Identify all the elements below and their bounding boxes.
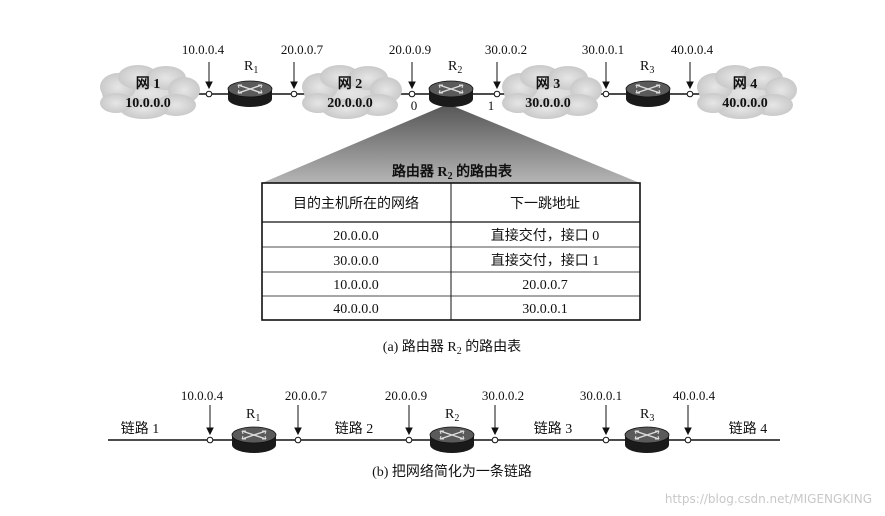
watermark-text: https://blog.csdn.net/MIGENGKING xyxy=(665,492,872,506)
table-row-3-next-hop: 20.0.0.7 xyxy=(522,278,568,293)
bottom-if-40-0-0-4: 40.0.0.4 xyxy=(673,388,716,403)
bottom-if-30-0-0-2: 30.0.0.2 xyxy=(482,388,524,403)
router-r1-bottom-label: R1 xyxy=(246,407,260,424)
table-row-2-next-hop: 直接交付，接口 1 xyxy=(491,252,600,269)
port-1-label: 1 xyxy=(488,98,495,113)
net-2-name: 网 2 xyxy=(338,76,363,92)
routing-table xyxy=(261,182,641,321)
bottom-if-30-0-0-1: 30.0.0.1 xyxy=(580,388,622,403)
table-row-4-next-hop: 30.0.0.1 xyxy=(522,302,568,317)
router-r3-bottom-label: R3 xyxy=(640,407,654,424)
link-4-label: 链路 4 xyxy=(729,421,768,437)
top-if-30-0-0-1: 30.0.0.1 xyxy=(582,42,624,57)
caption-a: (a) 路由器 R2 的路由表 xyxy=(383,339,521,357)
router-r3-icon xyxy=(625,80,671,108)
table-header-destination: 目的主机所在的网络 xyxy=(293,196,419,212)
bottom-interface-dots xyxy=(206,436,692,444)
top-if-20-0-0-9: 20.0.0.9 xyxy=(389,42,431,57)
bottom-if-20-0-0-9: 20.0.0.9 xyxy=(385,388,427,403)
router-r1-label: R1 xyxy=(244,59,258,76)
bottom-interface-arrows xyxy=(206,405,692,436)
net-4-name: 网 4 xyxy=(733,76,758,92)
router-r2-bottom-icon xyxy=(429,426,475,454)
routing-table-title: 路由器 R2 的路由表 xyxy=(392,163,513,182)
top-if-30-0-0-2: 30.0.0.2 xyxy=(485,42,527,57)
router-r2-icon xyxy=(428,80,474,108)
link-2-label: 链路 2 xyxy=(335,421,374,437)
top-interface-dots xyxy=(205,90,694,98)
net-3-addr: 30.0.0.0 xyxy=(525,96,571,111)
router-r2-label: R2 xyxy=(448,59,462,76)
router-r3-label: R3 xyxy=(640,59,654,76)
router-r1-bottom-icon xyxy=(231,426,277,454)
link-3-label: 链路 3 xyxy=(534,421,573,437)
table-row-1-destination: 20.0.0.0 xyxy=(333,229,379,244)
top-interface-arrows xyxy=(205,62,694,90)
net-4-addr: 40.0.0.0 xyxy=(722,96,768,111)
link-1-label: 链路 1 xyxy=(121,421,160,437)
net-1-addr: 10.0.0.0 xyxy=(125,96,171,111)
table-row-2-destination: 30.0.0.0 xyxy=(333,254,379,269)
bottom-if-10-0-0-4: 10.0.0.4 xyxy=(181,388,224,403)
router-r1-icon xyxy=(227,80,273,108)
net-3-name: 网 3 xyxy=(536,76,561,92)
bottom-if-20-0-0-7: 20.0.0.7 xyxy=(285,388,328,403)
net-1-name: 网 1 xyxy=(136,76,161,92)
net-2-addr: 20.0.0.0 xyxy=(327,96,373,111)
top-if-20-0-0-7: 20.0.0.7 xyxy=(281,42,324,57)
table-callout-cone xyxy=(262,104,640,183)
router-r3-bottom-icon xyxy=(624,426,670,454)
top-if-10-0-0-4: 10.0.0.4 xyxy=(182,42,225,57)
port-0-label: 0 xyxy=(411,98,418,113)
table-row-4-destination: 40.0.0.0 xyxy=(333,302,379,317)
table-header-next-hop: 下一跳地址 xyxy=(510,196,580,212)
top-if-40-0-0-4: 40.0.0.4 xyxy=(671,42,714,57)
router-r2-bottom-label: R2 xyxy=(445,407,459,424)
table-row-3-destination: 10.0.0.0 xyxy=(333,278,379,293)
table-row-1-next-hop: 直接交付，接口 0 xyxy=(491,227,600,244)
caption-b: (b) 把网络简化为一条链路 xyxy=(372,463,532,480)
